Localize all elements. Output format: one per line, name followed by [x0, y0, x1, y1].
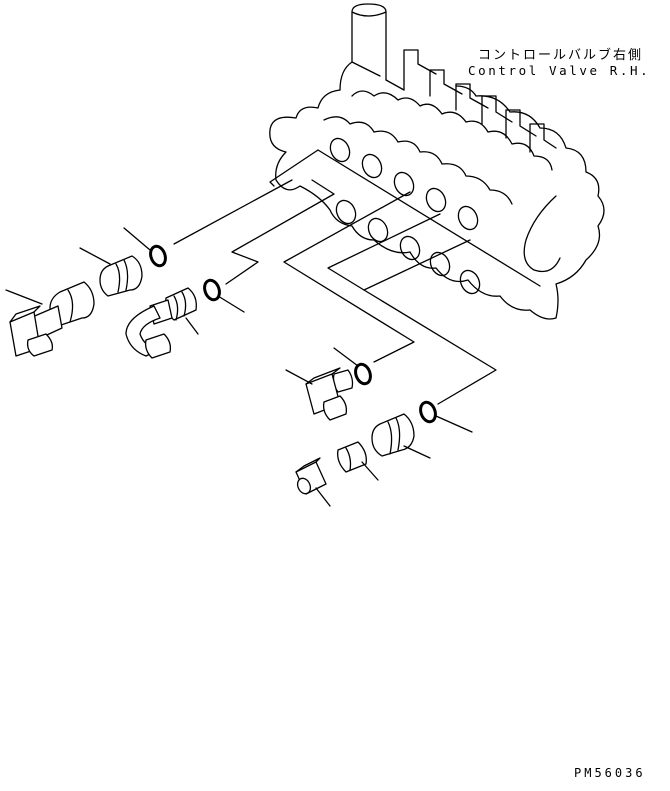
elbow-fitting-middle — [305, 367, 354, 421]
connector-fitting — [99, 255, 143, 297]
hex-sleeve-fitting — [295, 457, 327, 495]
part-name-en: Control Valve R.H. — [468, 63, 651, 78]
assembly-lines — [173, 149, 541, 405]
adapter-fitting — [371, 413, 415, 457]
control-valve-body — [269, 3, 605, 320]
part-name-jp: コントロールバルブ右側 — [478, 48, 644, 63]
drawing-code: PM56036 — [574, 766, 646, 780]
bent-tube-fitting — [125, 287, 197, 359]
leader-lines — [5, 227, 473, 507]
nut-fitting — [337, 441, 367, 473]
o-rings — [149, 244, 437, 424]
elbow-fitting — [9, 281, 95, 357]
valve-ports — [329, 137, 481, 295]
spool-caps — [403, 49, 557, 153]
